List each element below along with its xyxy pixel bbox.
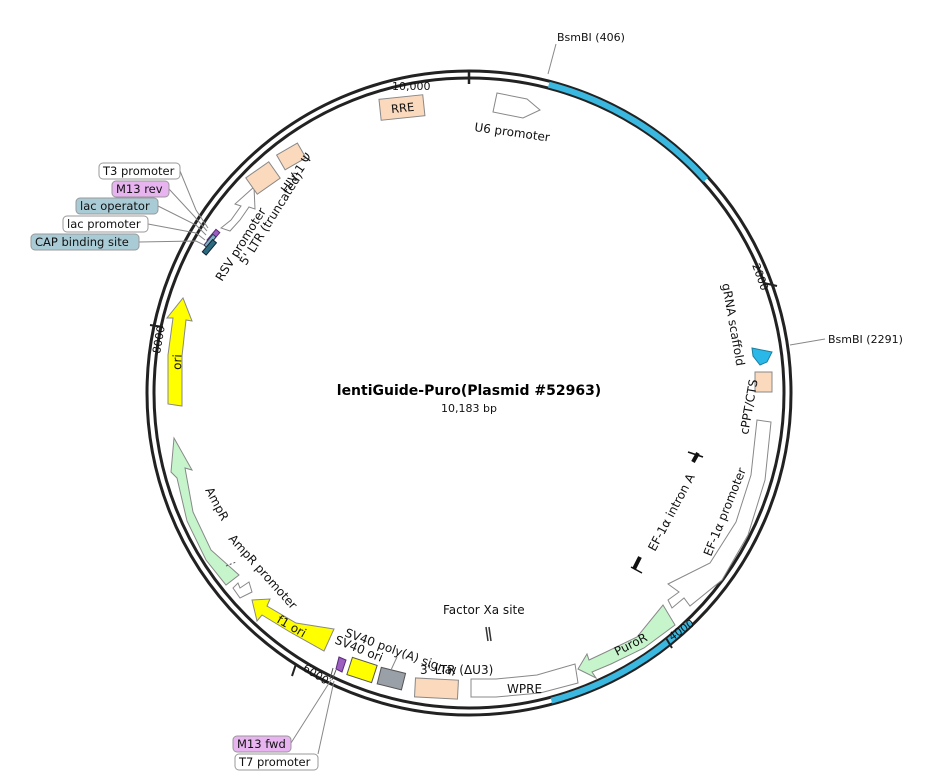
feature-ampr-label: AmpR [202,485,231,523]
feature-u6-label: U6 promoter [474,120,551,144]
label-m13-fwd-text: M13 fwd [237,737,286,751]
feature-factor-xa[interactable]: Factor Xa site [443,603,525,642]
feature-3ltr-label: 3' LTR (ΔU3) [420,663,493,677]
bsmbi-406-leader [547,43,557,75]
label-m13-rev-text: M13 rev [116,182,163,196]
label-lac-promoter-text: lac promoter [67,217,141,231]
label-m13-rev[interactable]: M13 rev [111,180,170,198]
feature-factor-xa-label: Factor Xa site [443,603,525,617]
label-cap-binding-site[interactable]: CAP binding site [30,233,140,251]
feature-f1-ori-label: f1 ori [275,612,309,640]
tick-mark-2000 [763,282,778,287]
m13fwd-leader [290,679,332,744]
feature-u6-promoter[interactable]: U6 promoter [474,92,551,145]
site-bsmbi-406[interactable]: BsmBI (406) [557,31,625,44]
feature-ef1a-intron[interactable]: EF-1α intron A [630,451,704,574]
insert-highlight-bottom [550,619,693,704]
feature-rre-label: RRE [390,100,415,116]
feature-ori-label: ori [170,354,185,370]
feature-grna-label: gRNA scaffold [719,282,747,367]
feature-ori[interactable]: ori [165,297,193,407]
label-m13-fwd[interactable]: M13 fwd [232,735,292,753]
t7-leader [317,680,335,755]
tick-label-10000: 10,000 [392,80,431,93]
feature-grna-scaffold[interactable]: gRNA scaffold [719,282,773,367]
tick-label-2000: 2000 [749,262,771,293]
feature-wpre[interactable]: WPRE [470,663,579,698]
label-cap-binding-site-text: CAP binding site [35,235,129,249]
label-lac-operator[interactable]: lac operator [75,197,159,215]
tick-mark-4000 [665,637,673,649]
label-lac-promoter[interactable]: lac promoter [62,215,149,233]
label-t7-promoter[interactable]: T7 promoter [234,753,319,771]
feature-lac-marks [201,228,221,256]
feature-rre[interactable]: RRE [378,94,426,121]
feature-ef1a-promoter[interactable]: EF-1α promoter [667,419,772,609]
site-bsmbi-2291[interactable]: BsmBI (2291) [828,333,903,346]
plasmid-title: lentiGuide-Puro(Plasmid #52963) [337,383,601,399]
feature-3ltr[interactable]: 3' LTR (ΔU3) [413,663,494,700]
feature-wpre-label: WPRE [507,682,542,696]
tick-label-8000: 8000 [150,325,168,355]
bsmbi-2291-leader [789,338,826,346]
left-label-leaders [138,170,209,246]
label-t7-promoter-text: T7 promoter [238,755,311,769]
feature-ef1a-intron-label: EF-1α intron A [645,471,698,554]
label-t3-promoter[interactable]: T3 promoter [98,162,181,180]
tick-mark-8000 [149,324,164,328]
feature-m13fwd-t7-marks [329,656,347,681]
label-lac-operator-text: lac operator [80,199,150,213]
tick-label-6000: 6000 [300,662,331,688]
insert-highlight-top [547,81,708,182]
plasmid-size: 10,183 bp [441,402,497,415]
label-t3-promoter-text: T3 promoter [102,164,175,178]
tick-mark-6000 [291,663,297,677]
